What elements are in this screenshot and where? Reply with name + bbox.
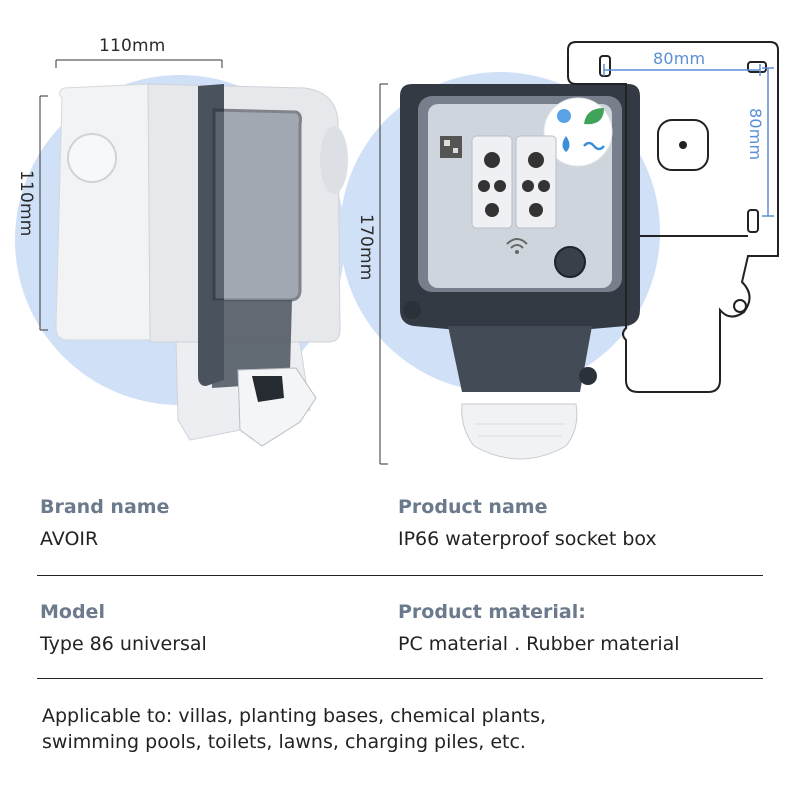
wave-icon <box>583 141 605 151</box>
spec-brand-value: AVOIR <box>40 528 99 550</box>
applicable-line-1: Applicable to: villas, planting bases, c… <box>42 705 547 727</box>
socket-outlet-left <box>471 135 513 229</box>
divider-1 <box>37 575 763 576</box>
front-view-socket-box <box>400 84 640 460</box>
wifi-icon <box>506 238 528 254</box>
side-view-socket-box <box>55 83 348 447</box>
spec-model: Model Type 86 universal <box>40 601 207 655</box>
wifi-pair-button <box>554 246 586 278</box>
applicable-text: Applicable to: villas, planting bases, c… <box>42 703 742 755</box>
socket-outlet-right <box>515 135 557 229</box>
water-drop-icon <box>562 136 570 152</box>
side-width-label: 110mm <box>99 36 166 56</box>
qr-code <box>440 136 462 158</box>
applicable-line-2: swimming pools, toilets, lawns, charging… <box>42 731 526 753</box>
divider-2 <box>37 678 763 679</box>
signal-icon <box>557 109 571 123</box>
plate-width-dimension <box>603 64 761 76</box>
product-image-area: 110mm 110mm 170mm 80mm 80mm <box>15 36 779 465</box>
front-height-dimension <box>379 83 388 465</box>
spec-material-value: PC material . Rubber material <box>398 633 680 655</box>
mounting-plate-outline <box>567 41 779 393</box>
spec-brand-title: Brand name <box>40 496 170 518</box>
spec-brand: Brand name AVOIR <box>40 496 169 550</box>
front-height-label: 170mm <box>356 214 376 281</box>
spec-product: Product name IP66 waterproof socket box <box>398 496 657 550</box>
spec-model-title: Model <box>40 601 105 623</box>
spec-material-title: Product material: <box>398 601 586 623</box>
spec-product-title: Product name <box>398 496 548 518</box>
side-width-dimension <box>55 59 223 68</box>
side-height-dimension <box>39 95 48 331</box>
spec-material: Product material: PC material . Rubber m… <box>398 601 680 655</box>
plate-height-label: 80mm <box>746 108 765 161</box>
plate-height-dimension <box>762 67 774 217</box>
side-knockout-circle <box>67 133 117 183</box>
plate-width-label: 80mm <box>653 49 706 68</box>
side-height-label: 110mm <box>16 170 36 237</box>
leaf-icon <box>584 108 604 125</box>
product-illustration <box>15 41 779 465</box>
spec-product-value: IP66 waterproof socket box <box>398 528 657 550</box>
spec-model-value: Type 86 universal <box>40 633 207 655</box>
